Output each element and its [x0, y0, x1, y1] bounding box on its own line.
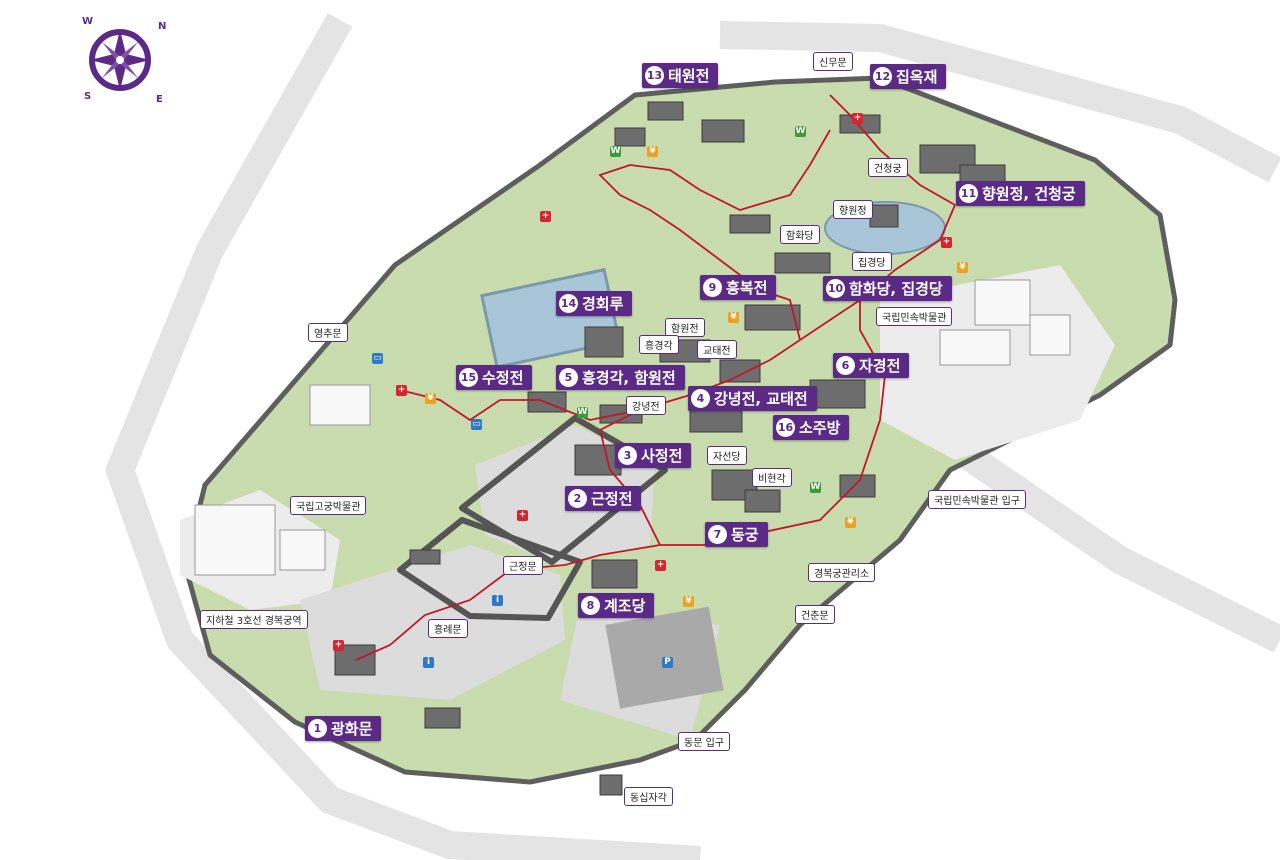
tag-bihyeongak: 비현각: [752, 468, 792, 487]
shop-icon: ¥: [957, 262, 968, 273]
tag-jipgyeongdang: 집경당: [852, 252, 892, 271]
shop-icon: ¥: [425, 393, 436, 404]
locker-icon: ▭: [471, 419, 482, 430]
compass-letter-w: W: [82, 16, 94, 27]
compass-rose: [89, 29, 151, 91]
first-aid-icon: +: [540, 211, 551, 222]
tag-geonchunmun: 건춘문: [795, 605, 835, 624]
shop-icon: ¥: [647, 146, 658, 157]
first-aid-icon: +: [941, 237, 952, 248]
tag-heumgyeonggak: 흥경각: [639, 335, 679, 354]
museum-buildings: [194, 279, 1071, 576]
surrounding-roads: [105, 13, 1280, 860]
tag-hamhwadang: 함화당: [780, 225, 820, 244]
tag-east-gate-entrance: 동문 입구: [678, 732, 730, 751]
compass-letter-n: N: [158, 21, 167, 32]
tag-gyeongbokgung-station: 지하철 3호선 경복궁역: [200, 610, 308, 629]
first-aid-icon: +: [852, 113, 863, 124]
tag-dongsipjagak: 동십자각: [624, 787, 673, 806]
first-aid-icon: +: [655, 560, 666, 571]
info-icon: i: [423, 657, 434, 668]
tag-gyotaejeon: 교태전: [697, 340, 737, 359]
restroom-icon: W: [577, 407, 588, 418]
parking-icon: P: [662, 657, 673, 668]
tag-geunjeongmun: 근정문: [503, 556, 543, 575]
first-aid-icon: +: [396, 385, 407, 396]
info-icon: i: [492, 595, 503, 606]
tag-sinmumun: 신무문: [813, 52, 853, 71]
tag-geoncheonggung: 건청궁: [868, 158, 908, 177]
shop-icon: ¥: [728, 312, 739, 323]
tag-yeongchumun: 영추문: [308, 323, 348, 342]
palace-buildings: [334, 101, 1006, 796]
first-aid-icon: +: [333, 640, 344, 651]
tag-gangnyeongjeon: 강녕전: [626, 396, 666, 415]
first-aid-icon: +: [517, 510, 528, 521]
shop-icon: ¥: [683, 596, 694, 607]
locker-icon: ▭: [372, 353, 383, 364]
tag-hyangwonjeong: 향원정: [833, 200, 873, 219]
tag-heungnyemun: 흥례문: [428, 619, 468, 638]
tag-hamwonjeon: 함원전: [665, 318, 705, 337]
shop-icon: ¥: [845, 517, 856, 528]
compass-letter-e: E: [156, 94, 163, 105]
tag-management-office: 경복궁관리소: [808, 563, 876, 582]
tag-jaseondang: 자선당: [707, 446, 747, 465]
inner-walls: [397, 415, 668, 621]
restroom-icon: W: [810, 482, 821, 493]
tag-folk-museum: 국립민속박물관: [876, 307, 953, 326]
tag-national-palace-museum: 국립고궁박물관: [290, 496, 367, 515]
tag-folk-museum-entrance: 국립민속박물관 입구: [928, 490, 1026, 509]
compass-letter-s: S: [84, 91, 92, 102]
restroom-icon: W: [610, 146, 621, 157]
restroom-icon: W: [795, 126, 806, 137]
